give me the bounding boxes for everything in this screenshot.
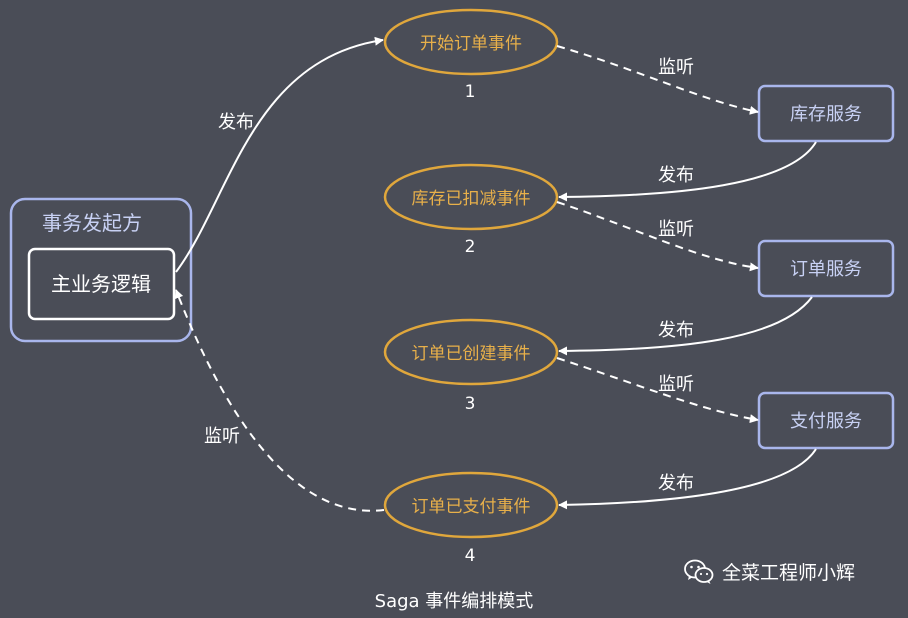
order-service-label: 订单服务 bbox=[790, 259, 862, 280]
label-publish-1: 发布 bbox=[218, 112, 254, 133]
label-publish-3: 发布 bbox=[658, 320, 694, 341]
event-2-label: 库存已扣减事件 bbox=[412, 189, 531, 209]
event-2-ellipse bbox=[383, 163, 559, 231]
edge-event-4-listen-initiator bbox=[174, 289, 385, 512]
inventory-service-box bbox=[757, 84, 895, 143]
event-4-number: 4 bbox=[465, 546, 476, 566]
event-4-label: 订单已支付事件 bbox=[412, 497, 531, 517]
edge-inventory-publish-event-2 bbox=[558, 141, 817, 202]
label-publish-2: 发布 bbox=[658, 165, 694, 186]
event-3-number: 3 bbox=[465, 394, 476, 414]
label-listen-1: 监听 bbox=[658, 57, 694, 78]
edge-event-1-listen-inventory bbox=[556, 45, 759, 115]
edge-event-3-listen-payment bbox=[556, 357, 759, 424]
core-logic-label: 主业务逻辑 bbox=[51, 272, 151, 296]
edge-payment-publish-event-4 bbox=[558, 448, 817, 510]
diagram-caption: Saga 事件编排模式 bbox=[375, 591, 534, 612]
event-1-label: 开始订单事件 bbox=[420, 34, 522, 54]
event-3-label: 订单已创建事件 bbox=[412, 344, 531, 364]
label-listen-2: 监听 bbox=[658, 219, 694, 240]
watermark-text: 全菜工程师小辉 bbox=[722, 562, 856, 584]
event-4-ellipse bbox=[383, 471, 559, 539]
payment-service-label: 支付服务 bbox=[790, 411, 862, 432]
label-listen-4: 监听 bbox=[204, 426, 240, 447]
core-logic-box bbox=[27, 247, 176, 321]
payment-service-box bbox=[757, 391, 895, 450]
event-3-ellipse bbox=[383, 318, 559, 386]
initiator-box bbox=[9, 197, 193, 343]
edge-order-publish-event-3 bbox=[558, 296, 813, 356]
initiator-title: 事务发起方 bbox=[42, 211, 142, 235]
event-2-number: 2 bbox=[465, 237, 476, 257]
edge-initiator-publish-event-1 bbox=[175, 36, 384, 273]
watermark: 全菜工程师小辉 bbox=[684, 558, 855, 585]
edge-event-2-listen-order bbox=[556, 201, 759, 272]
order-service-box bbox=[757, 239, 895, 298]
label-publish-4: 发布 bbox=[658, 473, 694, 494]
inventory-service-label: 库存服务 bbox=[790, 104, 862, 125]
label-listen-3: 监听 bbox=[658, 374, 694, 395]
event-1-number: 1 bbox=[465, 82, 476, 102]
wechat-icon bbox=[684, 559, 714, 584]
event-1-ellipse bbox=[383, 8, 559, 76]
